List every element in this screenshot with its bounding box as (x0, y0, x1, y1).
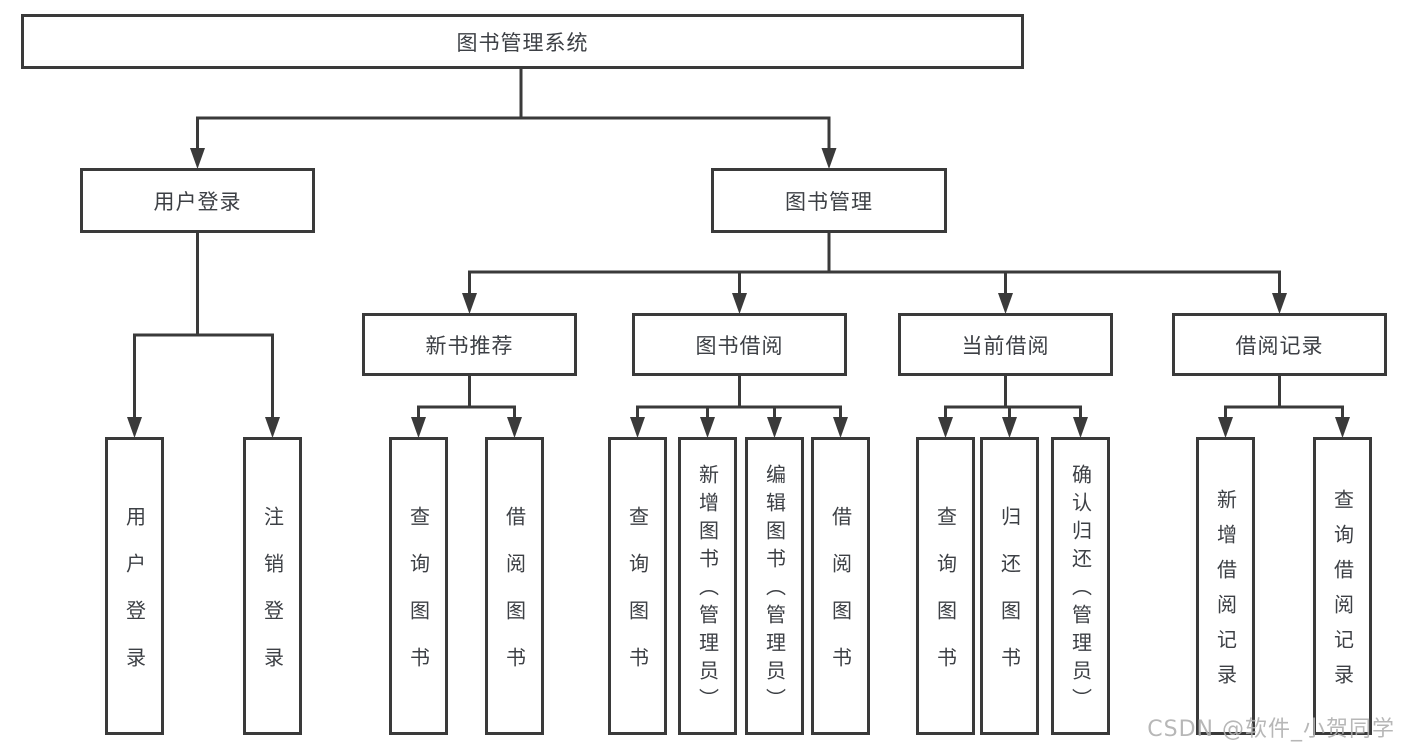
leaf-confirm-return-admin: 确认归还（管理员） (1051, 437, 1110, 735)
leaf-borrow-books-recommend-label: 借阅图书 (502, 505, 527, 694)
leaf-query-borrow-record: 查询借阅记录 (1313, 437, 1372, 735)
leaf-query-books-recommend: 查询图书 (389, 437, 448, 735)
node-user-login-label: 用户登录 (153, 189, 242, 214)
node-user-login: 用户登录 (80, 168, 315, 233)
node-borrowing-records: 借阅记录 (1172, 313, 1387, 376)
leaf-borrow-books-recommend: 借阅图书 (485, 437, 544, 735)
node-current-borrowing-label: 当前借阅 (961, 333, 1050, 358)
leaf-add-book-admin: 新增图书（管理员） (678, 437, 737, 735)
leaf-logout-label: 注销登录 (260, 505, 285, 694)
leaf-confirm-return-admin-label: 确认归还（管理员） (1068, 464, 1093, 716)
leaf-query-borrow-record-label: 查询借阅记录 (1330, 488, 1355, 699)
leaf-query-books-current: 查询图书 (916, 437, 975, 735)
node-root: 图书管理系统 (21, 14, 1024, 69)
leaf-add-borrow-record-label: 新增借阅记录 (1213, 488, 1238, 699)
node-book-management: 图书管理 (711, 168, 947, 233)
leaf-query-books-recommend-label: 查询图书 (406, 505, 431, 694)
leaf-add-borrow-record: 新增借阅记录 (1196, 437, 1255, 735)
leaf-logout: 注销登录 (243, 437, 302, 735)
node-new-book-recommendation: 新书推荐 (362, 313, 577, 376)
node-book-borrowing: 图书借阅 (632, 313, 847, 376)
leaf-edit-book-admin: 编辑图书（管理员） (745, 437, 804, 735)
node-book-borrowing-label: 图书借阅 (695, 333, 784, 358)
node-current-borrowing: 当前借阅 (898, 313, 1113, 376)
leaf-query-books-borrow-label: 查询图书 (625, 505, 650, 694)
leaf-return-book-label: 归还图书 (997, 505, 1022, 694)
leaf-add-book-admin-label: 新增图书（管理员） (695, 464, 720, 716)
node-root-label: 图书管理系统 (456, 30, 589, 55)
leaf-query-books-current-label: 查询图书 (933, 505, 958, 694)
leaf-user-login: 用户登录 (105, 437, 164, 735)
csdn-watermark: CSDN @软件_小贺同学 (1147, 717, 1395, 742)
leaf-query-books-borrow: 查询图书 (608, 437, 667, 735)
node-borrowing-records-label: 借阅记录 (1235, 333, 1324, 358)
leaf-user-login-label: 用户登录 (122, 505, 147, 694)
leaf-borrow-books: 借阅图书 (811, 437, 870, 735)
node-new-book-recommendation-label: 新书推荐 (425, 333, 514, 358)
leaf-borrow-books-label: 借阅图书 (828, 505, 853, 694)
leaf-edit-book-admin-label: 编辑图书（管理员） (762, 464, 787, 716)
leaf-return-book: 归还图书 (980, 437, 1039, 735)
node-book-management-label: 图书管理 (785, 189, 873, 214)
